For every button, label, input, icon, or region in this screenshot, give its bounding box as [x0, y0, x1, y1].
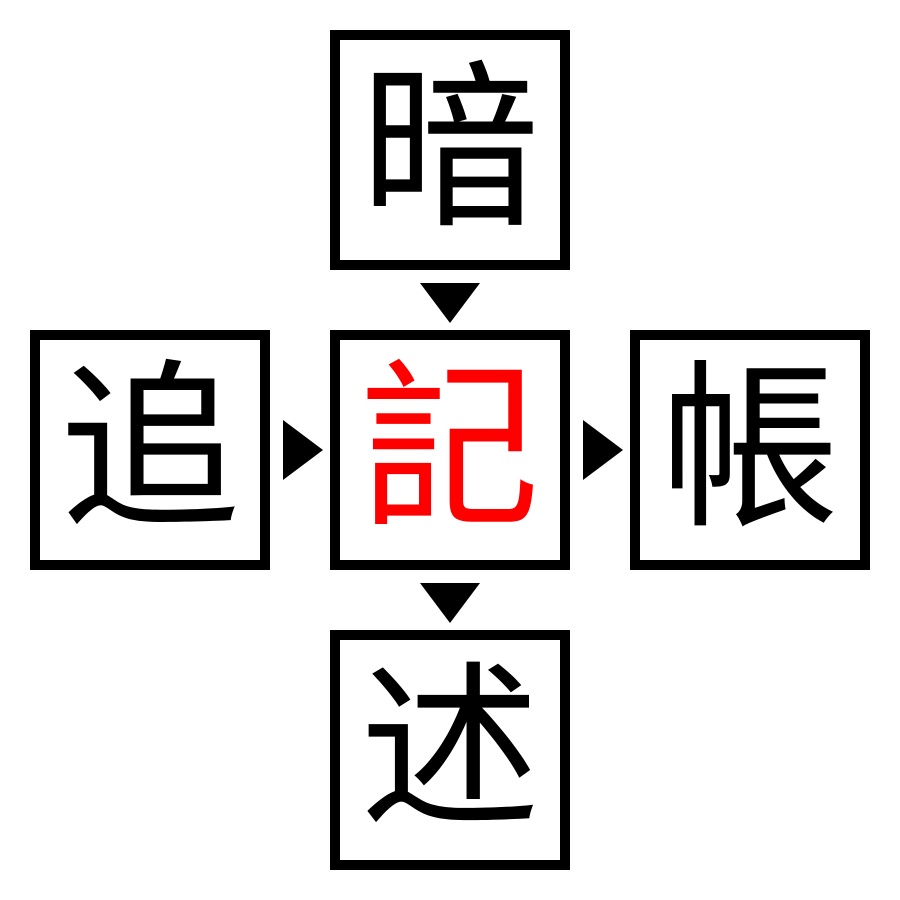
right-box: 帳 — [630, 330, 870, 570]
right-character: 帳 — [659, 345, 840, 554]
left-box: 追 — [30, 330, 270, 570]
bottom-box: 述 — [330, 630, 570, 870]
bottom-character: 述 — [359, 645, 540, 854]
center-character: 記 — [359, 345, 540, 554]
arrow-down-top-icon — [420, 283, 480, 323]
left-character: 追 — [59, 345, 240, 554]
arrow-down-center-icon — [420, 583, 480, 623]
top-character: 暗 — [359, 45, 540, 254]
arrow-right-left-icon — [283, 420, 323, 480]
center-box: 記 — [330, 330, 570, 570]
top-box: 暗 — [330, 30, 570, 270]
arrow-right-center-icon — [583, 420, 623, 480]
